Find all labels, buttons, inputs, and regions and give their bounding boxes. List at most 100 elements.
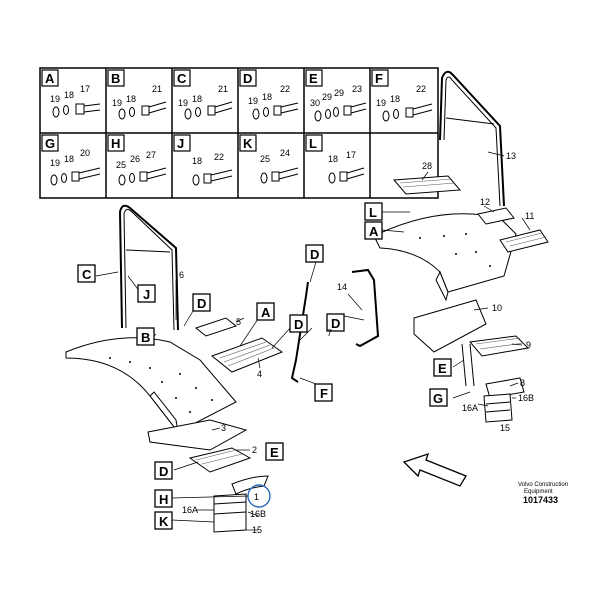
part-number: 13 — [506, 151, 516, 161]
part-number: 21 — [218, 84, 228, 94]
callout-j: J — [137, 284, 156, 303]
part-number: 1 — [254, 492, 259, 502]
svg-text:D: D — [310, 247, 319, 262]
part-number: 18 — [64, 90, 74, 100]
bolt-icon — [184, 101, 233, 120]
part-number: 19 — [112, 98, 122, 108]
part-number: 17 — [80, 84, 90, 94]
svg-text:K: K — [159, 514, 169, 529]
leader-lines-right — [381, 151, 531, 407]
part-number: 26 — [130, 154, 140, 164]
step-eight — [485, 377, 525, 399]
callout-d-low: D — [326, 313, 345, 332]
svg-text:E: E — [270, 445, 279, 460]
part-number: 2 — [252, 445, 257, 455]
svg-text:C: C — [82, 267, 92, 282]
part-number: 16B — [518, 393, 534, 403]
svg-text:H: H — [159, 492, 168, 507]
part-number: 18 — [126, 94, 136, 104]
tube-seven — [290, 281, 309, 383]
grid-letter: A — [45, 71, 55, 86]
callout-e: E — [265, 442, 284, 461]
callout-a: A — [256, 302, 275, 321]
part-number: 25 — [260, 154, 270, 164]
fender-left — [65, 337, 237, 433]
part-number: 19 — [178, 98, 188, 108]
grid-letter: B — [111, 71, 120, 86]
step-left-small — [194, 317, 238, 337]
part-number: 6 — [179, 270, 184, 280]
bracket-ten — [413, 299, 487, 353]
callout-e-right: E — [433, 358, 452, 377]
bolt-icon — [260, 167, 299, 184]
company-name: Volvo Construction — [518, 482, 568, 488]
fender-bolts — [109, 357, 213, 413]
step-nine — [469, 335, 530, 357]
part-number: 18 — [390, 94, 400, 104]
left-callouts: C J D B A D D D — [77, 244, 345, 530]
grid-letter: D — [243, 71, 252, 86]
grid-letter: F — [375, 71, 383, 86]
svg-text:A: A — [261, 305, 271, 320]
svg-text:F: F — [320, 386, 328, 401]
part-number: 29 — [334, 88, 344, 98]
step-tread — [219, 341, 275, 367]
step-twelve — [477, 207, 515, 225]
grid-cell-d: D 19 18 22 — [239, 69, 299, 120]
bolt-icon — [118, 167, 167, 186]
fender-bolts — [419, 233, 491, 267]
bolt-icon — [382, 103, 433, 122]
step-two — [188, 447, 252, 473]
part-number: 24 — [280, 148, 290, 158]
part-number: 16A — [462, 403, 478, 413]
part-number: 19 — [248, 96, 258, 106]
footer: Volvo Construction Equipment 1017433 — [518, 482, 568, 505]
grid-letter: L — [309, 136, 317, 151]
part-number: 12 — [480, 197, 490, 207]
part-number: 18 — [328, 154, 338, 164]
svg-text:D: D — [331, 316, 340, 331]
part-number: 18 — [192, 156, 202, 166]
part-number: 16B — [250, 509, 266, 519]
part-number: 10 — [492, 303, 502, 313]
bracket-three — [147, 419, 248, 451]
part-number: 8 — [520, 378, 525, 388]
part-number: 15 — [252, 525, 262, 535]
handrail-right — [439, 70, 505, 207]
grid-cell-c: C 19 18 21 — [173, 69, 233, 120]
callout-f: F — [314, 383, 333, 402]
part-number: 3 — [221, 423, 226, 433]
part-number: 29 — [322, 92, 332, 102]
part-number: 30 — [310, 98, 320, 108]
forward-arrow-icon — [402, 452, 467, 487]
part-number: 19 — [50, 158, 60, 168]
bolt-icon — [328, 167, 365, 184]
svg-text:L: L — [369, 205, 377, 220]
callout-b: B — [136, 327, 155, 346]
grid-cell-a: A 19 18 17 — [41, 69, 101, 118]
bolt-icon — [52, 103, 101, 118]
svg-text:B: B — [141, 330, 150, 345]
handle-fourteen — [351, 268, 380, 348]
grid-letter: E — [309, 71, 318, 86]
callout-c: C — [77, 264, 96, 283]
part-number: 7 — [327, 328, 332, 338]
part-number: 11 — [525, 211, 534, 221]
part-number: 15 — [500, 423, 510, 433]
grid-cell-l: L 18 17 — [305, 134, 365, 184]
right-assembly — [373, 70, 549, 423]
part-number: 23 — [352, 84, 362, 94]
grid-cell-k: K 25 24 — [239, 134, 299, 184]
grid-letter: G — [45, 136, 55, 151]
svg-text:A: A — [369, 224, 379, 239]
drawing-number: 1017433 — [523, 495, 558, 505]
svg-text:D: D — [197, 296, 206, 311]
grid-letter: H — [111, 136, 120, 151]
grid-letter: K — [243, 136, 253, 151]
part-number: 18 — [64, 154, 74, 164]
part-number: 4 — [257, 369, 262, 379]
callout-k: K — [154, 511, 173, 530]
grid-letter: J — [177, 136, 184, 151]
grid-cell-b: B 19 18 21 — [107, 69, 167, 120]
bolt-icon — [252, 102, 299, 120]
